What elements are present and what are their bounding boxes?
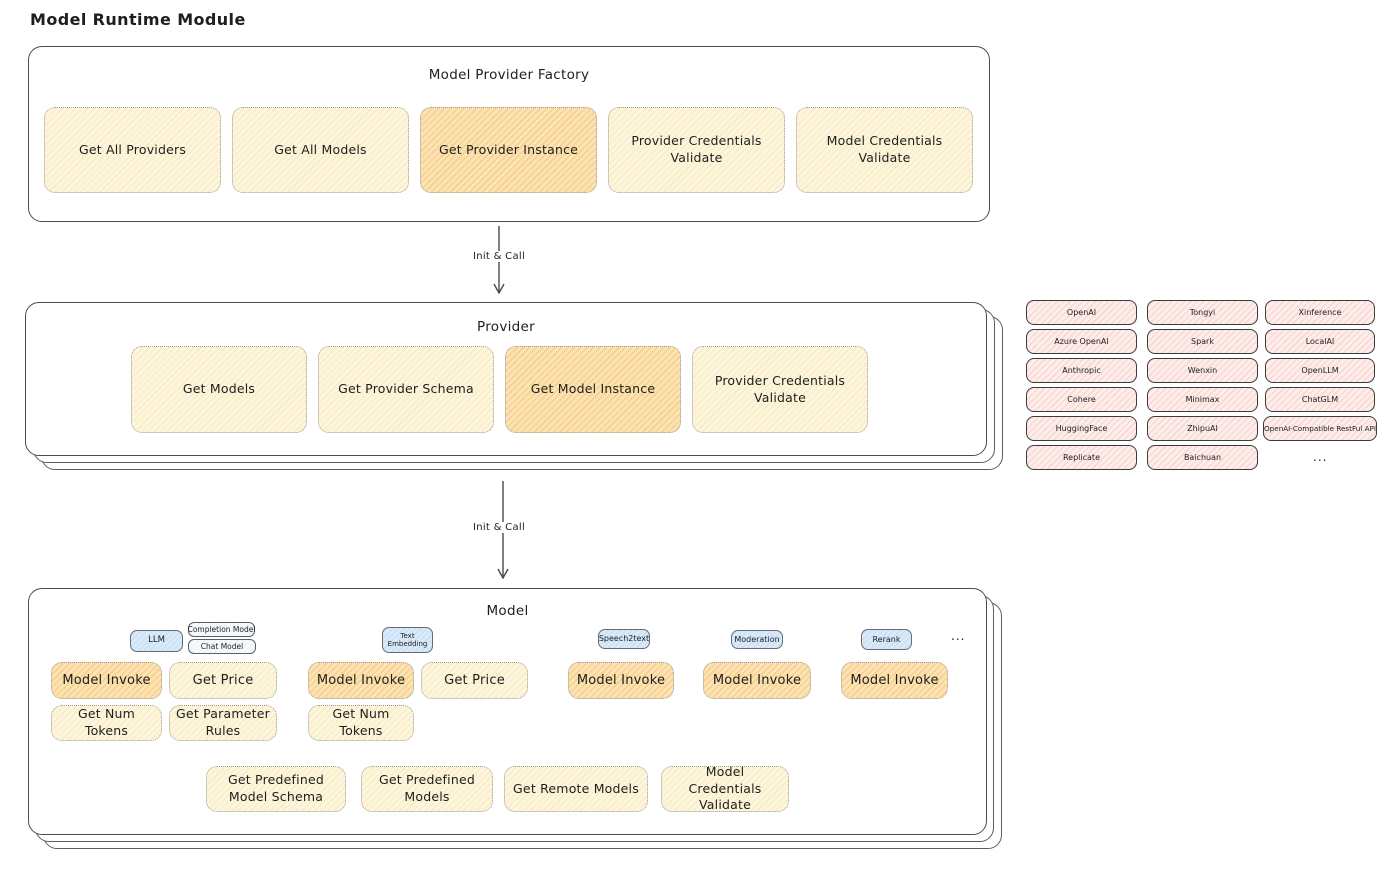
provider-item-openai-compatible: OpenAI-Compatible RestFul API bbox=[1263, 416, 1377, 441]
provider-item-spark: Spark bbox=[1147, 329, 1258, 354]
node-model-credentials-validate-2: Model Credentials Validate bbox=[661, 764, 789, 812]
node-get-provider-schema: Get Provider Schema bbox=[318, 346, 494, 433]
node-provider-credentials-validate: Provider Credentials Validate bbox=[608, 107, 785, 193]
model-container: Model LLM Completion Model Chat Model Te… bbox=[28, 588, 987, 835]
provider-item-xinference: Xinference bbox=[1265, 300, 1375, 325]
provider-item-anthropic: Anthropic bbox=[1026, 358, 1137, 383]
provider-item-baichuan: Baichuan bbox=[1147, 445, 1258, 470]
tabs-more-ellipsis: ... bbox=[951, 629, 966, 643]
node-embedding-get-num-tokens: Get Num Tokens bbox=[308, 705, 414, 741]
page-title: Model Runtime Module bbox=[30, 10, 246, 29]
model-title: Model bbox=[486, 603, 529, 619]
provider-item-openai: OpenAI bbox=[1026, 300, 1137, 325]
tab-chat-model: Chat Model bbox=[188, 639, 256, 654]
node-llm-get-price: Get Price bbox=[169, 662, 277, 699]
arrow1-label: Init & Call bbox=[468, 251, 530, 262]
node-provider-credentials-validate-2: Provider Credentials Validate bbox=[692, 346, 868, 433]
arrow2-label: Init & Call bbox=[468, 522, 530, 533]
node-moderation-model-invoke: Model Invoke bbox=[703, 662, 811, 699]
factory-title: Model Provider Factory bbox=[428, 67, 590, 83]
provider-item-minimax: Minimax bbox=[1147, 387, 1258, 412]
provider-item-replicate: Replicate bbox=[1026, 445, 1137, 470]
provider-item-zhipuai: ZhipuAI bbox=[1147, 416, 1258, 441]
provider-item-localai: LocalAI bbox=[1265, 329, 1375, 354]
tab-completion-model: Completion Model bbox=[188, 622, 255, 637]
node-rerank-model-invoke: Model Invoke bbox=[841, 662, 948, 699]
tab-rerank: Rerank bbox=[861, 629, 912, 650]
provider-item-cohere: Cohere bbox=[1026, 387, 1137, 412]
node-get-remote-models: Get Remote Models bbox=[504, 766, 648, 812]
node-speech2text-model-invoke: Model Invoke bbox=[568, 662, 674, 699]
tab-speech2text: Speech2text bbox=[598, 629, 650, 649]
node-model-credentials-validate: Model Credentials Validate bbox=[796, 107, 973, 193]
provider-item-wenxin: Wenxin bbox=[1147, 358, 1258, 383]
node-get-model-instance: Get Model Instance bbox=[505, 346, 681, 433]
tab-text-embedding: Text Embedding bbox=[382, 627, 433, 653]
provider-title: Provider bbox=[477, 319, 535, 335]
node-embedding-model-invoke: Model Invoke bbox=[308, 662, 414, 699]
provider-item-openllm: OpenLLM bbox=[1265, 358, 1375, 383]
node-get-all-providers: Get All Providers bbox=[44, 107, 221, 193]
node-llm-get-parameter-rules: Get Parameter Rules bbox=[169, 705, 277, 741]
tab-llm: LLM bbox=[130, 630, 183, 652]
node-get-predefined-models: Get Predefined Models bbox=[361, 766, 493, 812]
provider-item-azure-openai: Azure OpenAI bbox=[1026, 329, 1137, 354]
provider-item-chatglm: ChatGLM bbox=[1265, 387, 1375, 412]
provider-item-tongyi: Tongyi bbox=[1147, 300, 1258, 325]
provider-container: Provider Get Models Get Provider Schema … bbox=[25, 302, 987, 456]
node-llm-model-invoke: Model Invoke bbox=[51, 662, 162, 699]
node-get-models: Get Models bbox=[131, 346, 307, 433]
node-llm-get-num-tokens: Get Num Tokens bbox=[51, 705, 162, 741]
node-get-all-models: Get All Models bbox=[232, 107, 409, 193]
node-get-predefined-model-schema: Get Predefined Model Schema bbox=[206, 766, 346, 812]
node-get-provider-instance: Get Provider Instance bbox=[420, 107, 597, 193]
tab-moderation: Moderation bbox=[731, 630, 783, 649]
providers-more-ellipsis: ... bbox=[1313, 450, 1328, 464]
factory-container: Model Provider Factory Get All Providers… bbox=[28, 46, 990, 222]
provider-item-huggingface: HuggingFace bbox=[1026, 416, 1137, 441]
node-embedding-get-price: Get Price bbox=[421, 662, 528, 699]
